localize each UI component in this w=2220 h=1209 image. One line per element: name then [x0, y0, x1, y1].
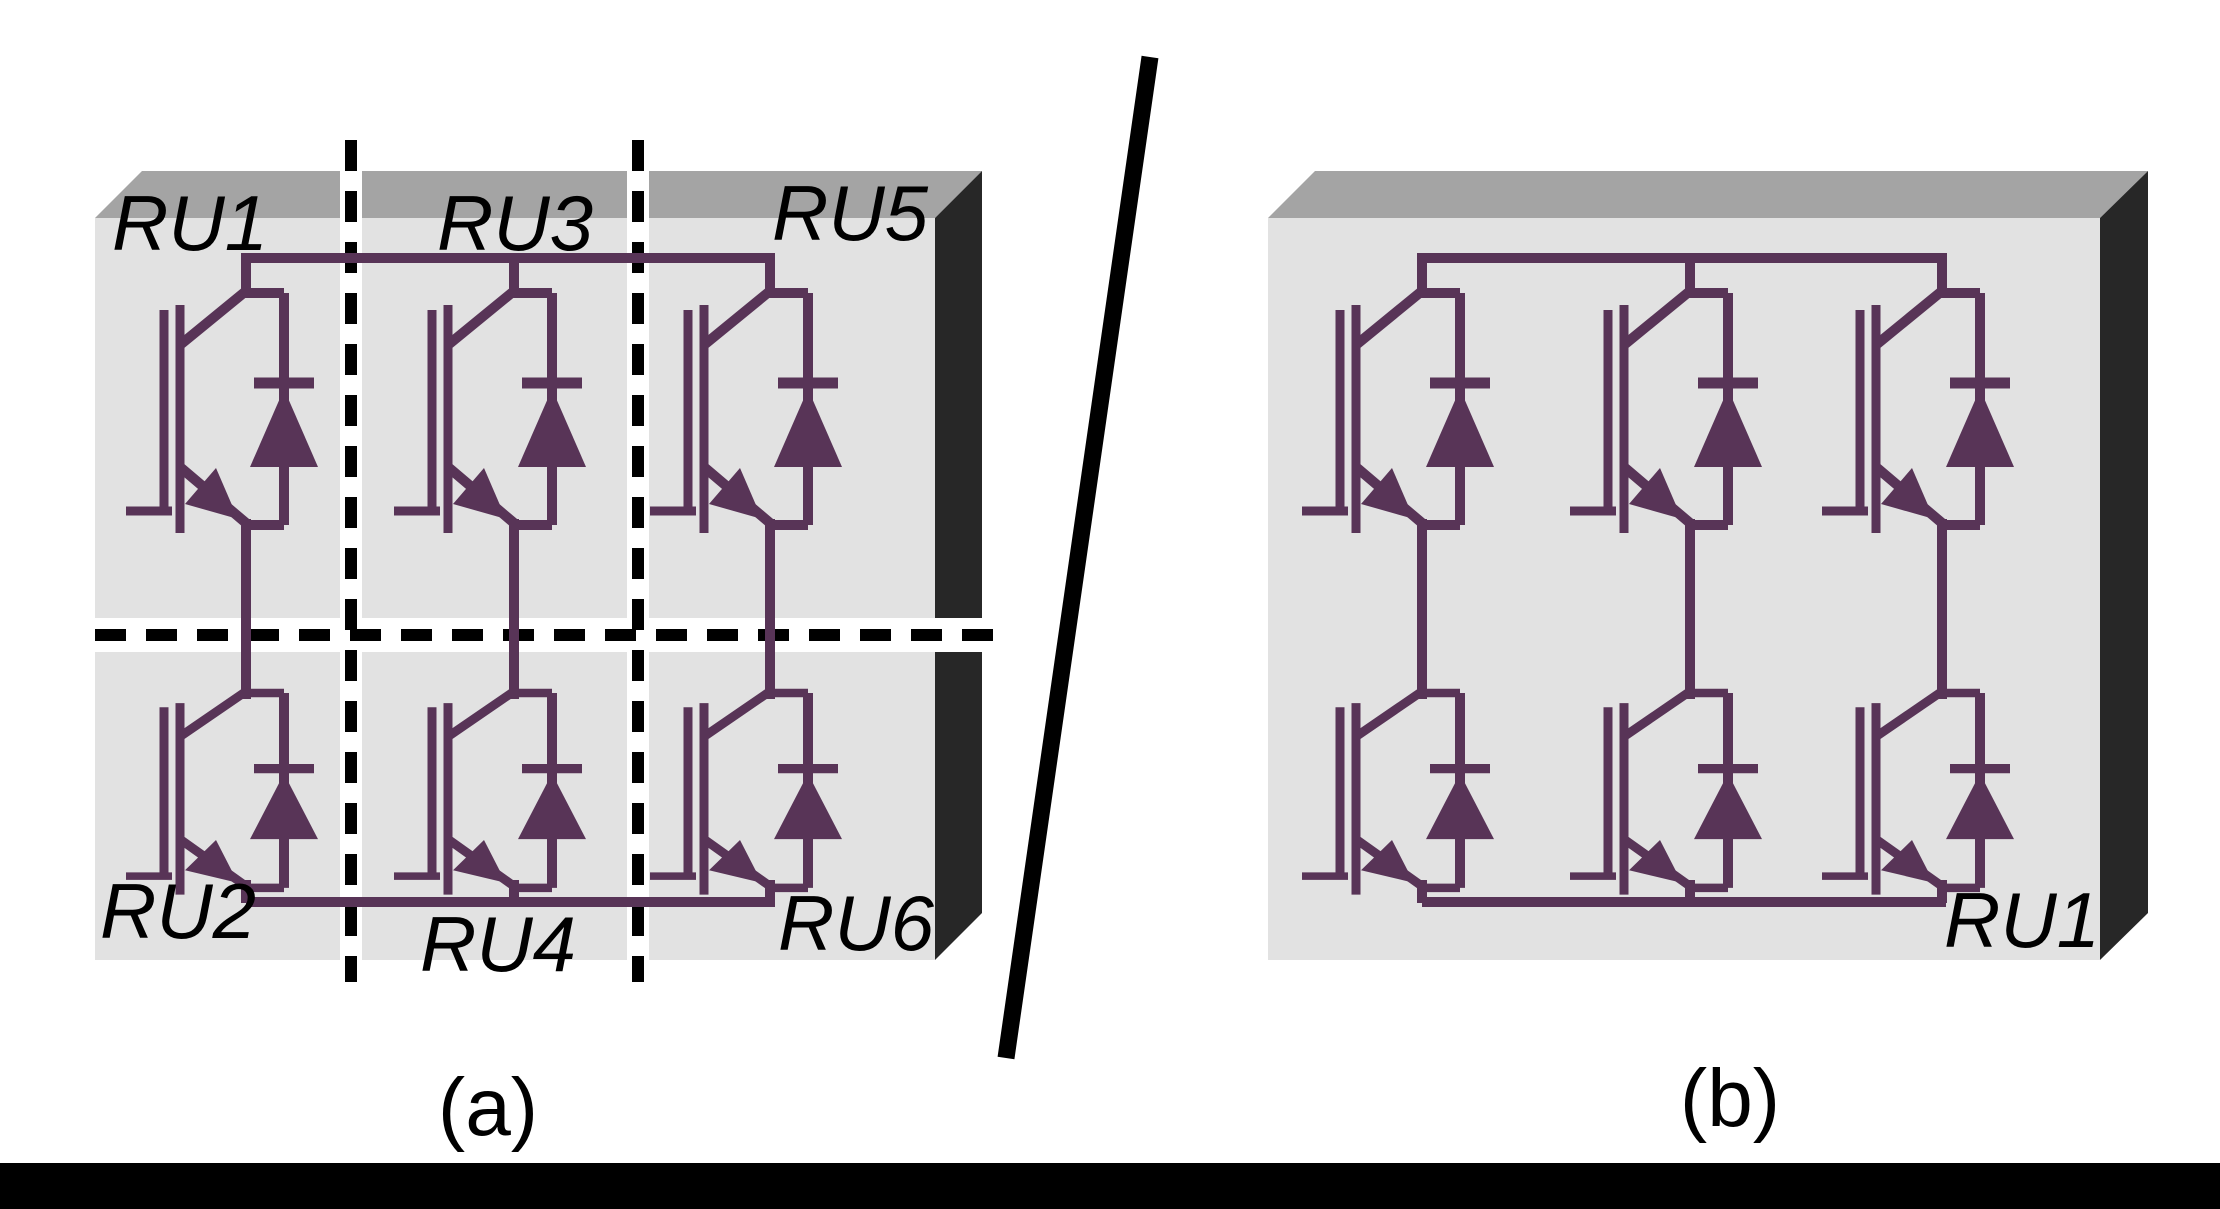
module-a-tile-ru3	[362, 218, 627, 618]
label-ru1-panel-b: RU1	[1944, 876, 2100, 964]
label-ru3: RU3	[437, 179, 593, 267]
module-a-top-face	[362, 171, 627, 218]
label-ru5: RU5	[772, 169, 929, 257]
module-a-side-face	[935, 652, 982, 960]
module-a-tile-ru1	[95, 218, 340, 618]
label-ru6: RU6	[778, 879, 935, 967]
label-ru4: RU4	[420, 900, 576, 988]
panel-separator-line	[997, 55, 1159, 1060]
module-a-top-face	[95, 171, 340, 218]
module-b-side-face	[2100, 171, 2148, 960]
caption-a: (a)	[438, 1062, 538, 1153]
label-ru1: RU1	[112, 179, 268, 267]
footer-bar	[0, 1163, 2220, 1209]
panel-b: RU1	[1268, 171, 2148, 964]
module-a-side-face	[935, 171, 982, 618]
caption-b: (b)	[1680, 1053, 1780, 1144]
panel-a: RU1 RU2 RU3 RU4 RU5 RU6	[95, 140, 993, 988]
module-a-top-face	[649, 171, 982, 218]
module-a-tile-ru5	[649, 218, 935, 618]
module-b-top-face	[1268, 171, 2148, 218]
label-ru2: RU2	[100, 867, 256, 955]
